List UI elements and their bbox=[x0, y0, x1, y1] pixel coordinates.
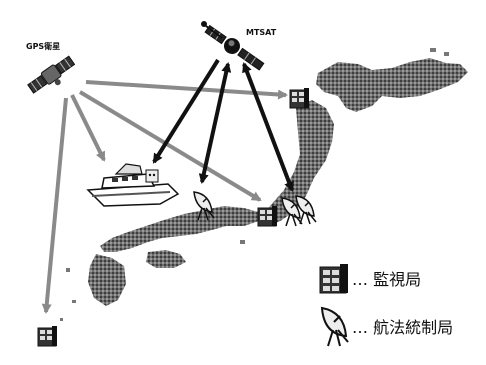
ship-icon bbox=[86, 163, 180, 207]
gps-to-ship-arrow bbox=[70, 94, 106, 162]
kyushu bbox=[88, 254, 126, 306]
gps-satellite-icon bbox=[27, 55, 76, 94]
legend-antenna-icon bbox=[320, 306, 349, 347]
mtsat-antenna-left-arrow bbox=[198, 62, 232, 184]
honshu-central bbox=[100, 206, 262, 252]
japan-map bbox=[60, 48, 468, 321]
mtsat-boom bbox=[201, 21, 223, 39]
antenna-station-left-icon bbox=[193, 191, 215, 221]
gps-satellite-label: GPS衛星 bbox=[26, 42, 61, 51]
mtsat-signal-arrows bbox=[152, 58, 294, 192]
gps-to-monitor-sw-arrow bbox=[41, 97, 68, 314]
hokkaido bbox=[316, 58, 468, 112]
monitor-station-central-icon bbox=[257, 206, 277, 227]
antenna-station-right-2-icon bbox=[295, 195, 317, 225]
monitor-station-north-icon bbox=[289, 88, 309, 109]
legend-monitor-station-label: … 監視局 bbox=[352, 270, 422, 289]
legend-navigation-control-station-label: … 航法統制局 bbox=[352, 318, 454, 337]
mtsat-antenna-right-arrow bbox=[242, 62, 294, 192]
antenna-station-right-1-icon bbox=[281, 197, 303, 227]
mtsat-label: MTSAT bbox=[246, 28, 277, 37]
shikoku bbox=[146, 250, 186, 268]
monitor-station-sw-icon bbox=[37, 326, 57, 347]
legend-monitor-station-icon bbox=[319, 264, 348, 294]
honshu-north bbox=[262, 100, 334, 226]
